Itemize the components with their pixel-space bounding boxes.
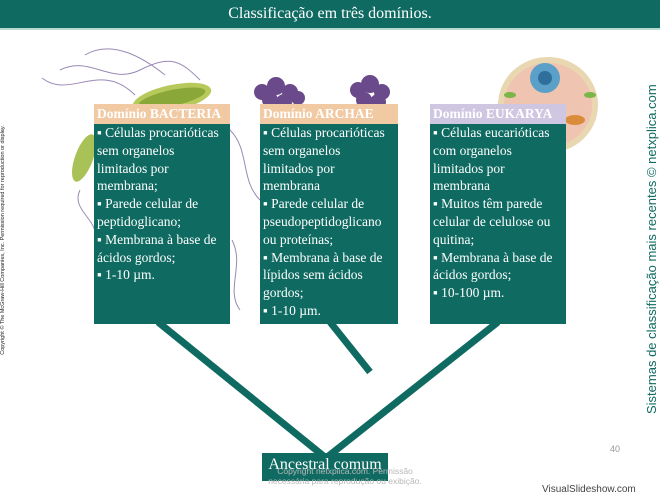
domain-text-line: ▪ Muitos têm parede: [433, 196, 543, 212]
domain-bacteria-box: Domínio BACTERIA ▪ Células procarióticas…: [94, 104, 230, 324]
title-divider: [0, 28, 660, 30]
domain-eukarya-header: Domínio EUKARYA: [430, 104, 566, 124]
domain-text-line: com organelos: [433, 142, 512, 158]
watermark: Copyright netxplica.com. Permissão neces…: [250, 466, 440, 486]
domain-archae-header: Domínio ARCHAE: [260, 104, 398, 124]
branch-bacteria: [155, 319, 329, 461]
domain-text-line: membrana: [263, 178, 320, 194]
domain-text-line: ácidos gordos;: [433, 267, 512, 283]
page-number: 40: [610, 444, 621, 454]
domain-text-line: pseudopeptidoglicano: [263, 213, 382, 229]
domain-bacteria-header: Domínio BACTERIA: [94, 104, 230, 124]
domain-text-line: ▪ Parede celular de: [263, 196, 365, 212]
domain-text-line: membrana;: [97, 178, 158, 194]
domain-text-line: ou proteínas;: [263, 231, 334, 247]
domain-text-line: ▪ Células eucarióticas: [433, 125, 550, 140]
domain-text-line: ▪ 10-100 µm.: [433, 285, 505, 301]
watermark-line: Copyright netxplica.com. Permissão: [277, 466, 413, 476]
domain-text-line: lípidos sem ácidos: [263, 267, 363, 283]
common-ancestor-box: Ancestral comum: [262, 453, 388, 481]
archaea-illustration: [254, 75, 390, 110]
domain-text-line: ▪ 1-10 µm.: [263, 302, 321, 318]
watermark-line: necessária para reprodução ou exibição.: [268, 476, 422, 486]
domain-text-line: sem organelos: [263, 142, 341, 158]
domain-text-line: ▪ 1-10 µm.: [97, 267, 155, 283]
domain-text-line: gordos;: [263, 285, 304, 301]
domain-text-line: ▪ Parede celular de: [97, 196, 199, 212]
domain-text-line: ▪ Células procarióticas: [263, 125, 385, 140]
domain-text-line: limitados por: [97, 160, 169, 176]
domain-text-line: ▪ Membrana à base de: [433, 249, 553, 265]
domain-text-line: ▪ Membrana à base de: [263, 249, 383, 265]
domain-text-line: limitados por: [433, 160, 505, 176]
domain-text-line: membrana: [433, 178, 490, 194]
slide-title: Classificação em três domínios.: [0, 0, 660, 28]
domain-text-line: sem organelos: [97, 142, 175, 158]
domain-eukarya-box: Domínio EUKARYA ▪ Células eucarióticas c…: [430, 104, 566, 324]
domain-text-line: ▪ Células procarióticas: [97, 125, 219, 140]
domain-text-line: limitados por: [263, 160, 335, 176]
domain-text-line: celular de celulose ou: [433, 213, 551, 229]
domain-text-line: ácidos gordos;: [97, 249, 176, 265]
domain-text-line: quitina;: [433, 231, 475, 247]
domain-text-line: ▪ Membrana à base de: [97, 231, 217, 247]
domain-text-line: peptidoglicano;: [97, 213, 181, 229]
domain-archae-box: Domínio ARCHAE ▪ Células procarióticas s…: [260, 104, 398, 324]
branch-eukarya: [323, 319, 501, 461]
branch-archae: [327, 319, 373, 375]
site-credit[interactable]: VisualSlideshow.com: [542, 484, 636, 495]
